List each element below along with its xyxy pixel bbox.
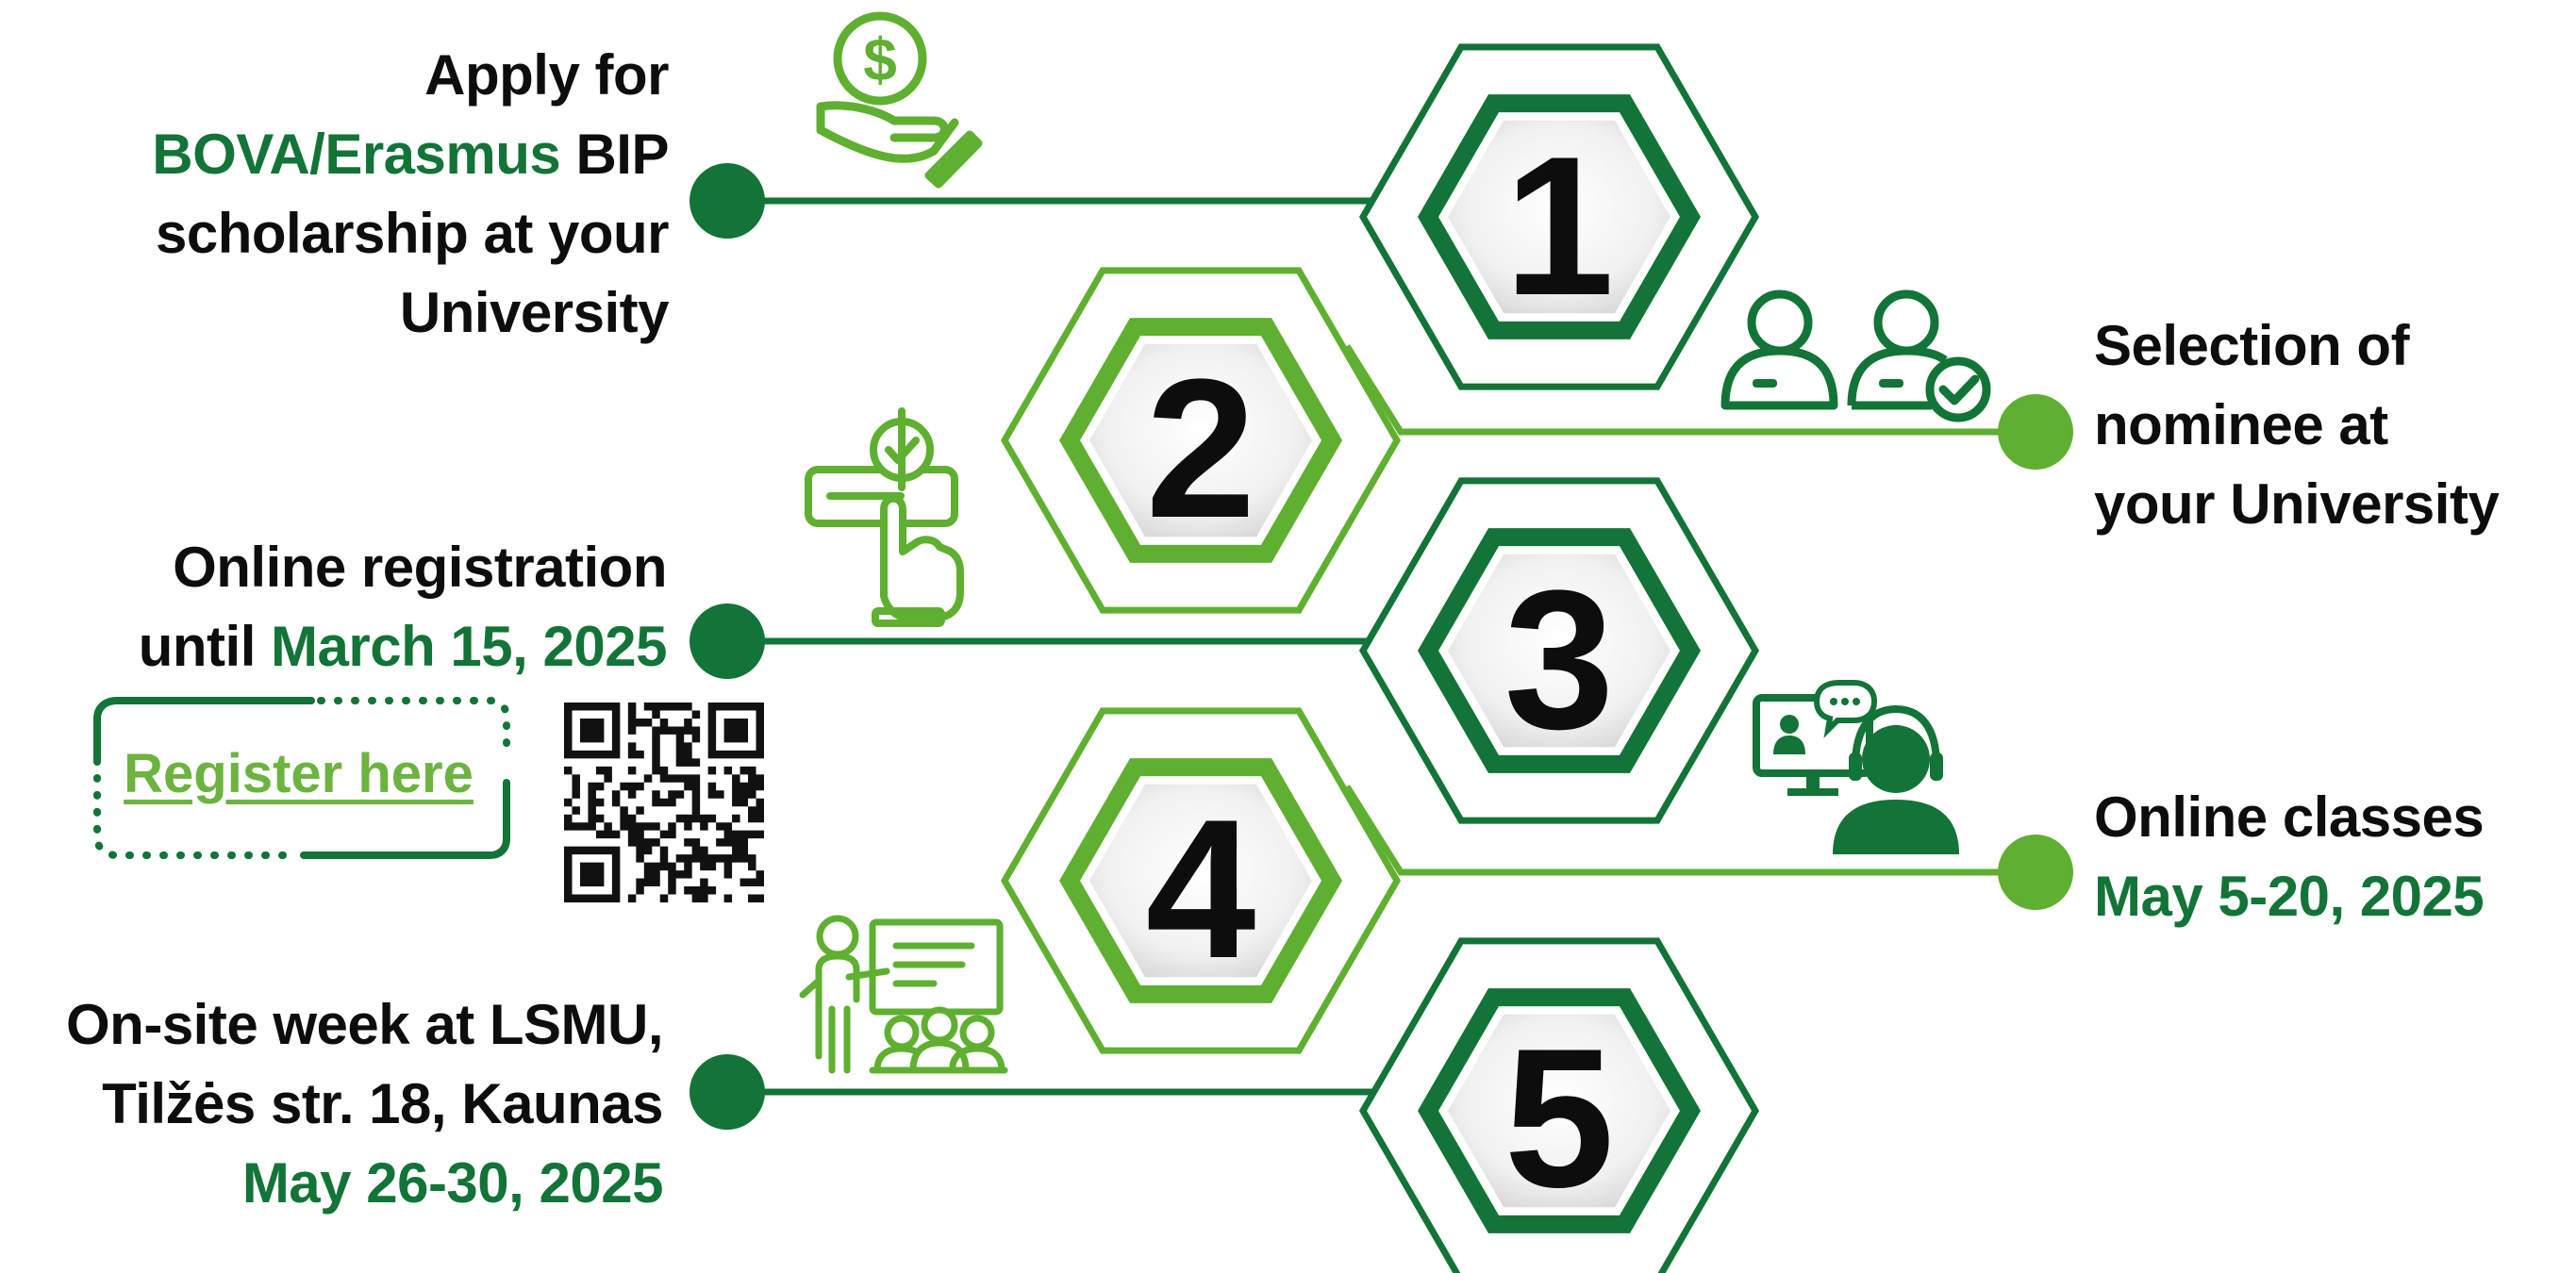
step-4-line-2: May 5-20, 2025 — [2094, 865, 2485, 928]
hexagon-inner — [1448, 1014, 1670, 1208]
step-1-line-1: Apply for — [424, 43, 669, 107]
hexagon-inner — [1089, 784, 1312, 978]
qr-finder — [563, 846, 621, 903]
register-here-link[interactable]: Register here — [124, 742, 474, 804]
step-3-text: Online registration until March 15, 2025 — [138, 528, 668, 686]
step-5-line-1: On-site week at LSMU, — [66, 993, 663, 1056]
online-class-icon — [1753, 680, 1959, 854]
step-2-text: Selection of nominee at your University — [2094, 306, 2500, 544]
step-1-line-3: scholarship at your — [156, 202, 669, 265]
hexagon-inner — [1089, 343, 1312, 537]
qr-code-icon — [563, 702, 765, 903]
step-3-line-2: until March 15, 2025 — [138, 607, 668, 686]
step-3-line-1: Online registration — [173, 536, 667, 599]
step-2-line-2: nominee at — [2094, 393, 2388, 456]
step-hexagon-4 — [1000, 707, 1402, 1054]
hexagon-inner — [1448, 120, 1670, 314]
hexagons — [1000, 43, 1760, 1273]
hexagon-inner — [1448, 554, 1670, 748]
click-approve-icon — [805, 407, 964, 627]
step-number-3: 3 — [1504, 549, 1615, 770]
step-hexagon-1 — [1358, 43, 1760, 390]
step-5-line-2: Tilžės str. 18, Kaunas — [102, 1072, 663, 1135]
step-1-line-2: BOVA/Erasmus BIP — [152, 115, 669, 194]
svg-text:$: $ — [863, 25, 897, 93]
qr-modules — [564, 703, 764, 902]
step-numbers: 1 2 3 4 5 — [1146, 115, 1615, 1229]
connector-2 — [1344, 344, 2039, 436]
step-3-line-2-pre: until — [138, 615, 272, 678]
dot-4 — [1998, 835, 2073, 910]
step-number-4: 4 — [1146, 778, 1256, 1000]
step-hexagon-3 — [1358, 477, 1760, 824]
step-hexagon-5 — [1358, 937, 1760, 1273]
step-5-line-3: May 26-30, 2025 — [241, 1151, 664, 1215]
qr-finder — [563, 702, 621, 759]
step-number-5: 5 — [1504, 1007, 1615, 1229]
step-2-line-1: Selection of — [2094, 314, 2410, 377]
dot-2 — [1998, 394, 2073, 470]
step-5-text: On-site week at LSMU, Tilžės str. 18, Ka… — [66, 985, 663, 1223]
qr-finder-center — [723, 718, 749, 743]
step-number-1: 1 — [1504, 115, 1615, 337]
step-number-2: 2 — [1146, 338, 1256, 559]
step-1-line-2-green: BOVA/Erasmus — [152, 123, 561, 186]
users-check-icon — [1720, 289, 1991, 422]
dot-5 — [690, 1054, 765, 1130]
presentation-icon — [799, 915, 1008, 1074]
step-3-line-2-green: March 15, 2025 — [271, 615, 667, 678]
qr-finder-center — [579, 718, 605, 743]
endpoint-dots — [690, 163, 2073, 1130]
dot-3 — [690, 603, 765, 679]
step-2-line-3: your University — [2094, 472, 2500, 536]
step-1-line-2-rest: BIP — [560, 123, 669, 186]
register-frame — [93, 697, 510, 859]
step-1-line-4: University — [399, 281, 670, 344]
dot-1 — [690, 163, 765, 239]
money-hand-icon: $ — [816, 11, 983, 189]
step-1-text: Apply for BOVA/Erasmus BIP scholarship a… — [152, 36, 669, 353]
qr-finder-center — [579, 862, 605, 887]
step-4-line-1: Online classes — [2094, 785, 2485, 849]
connector-4 — [1344, 785, 2039, 876]
qr-finder — [707, 702, 765, 759]
step-hexagon-2 — [1000, 267, 1402, 614]
step-4-text: Online classes May 5-20, 2025 — [2094, 778, 2485, 936]
